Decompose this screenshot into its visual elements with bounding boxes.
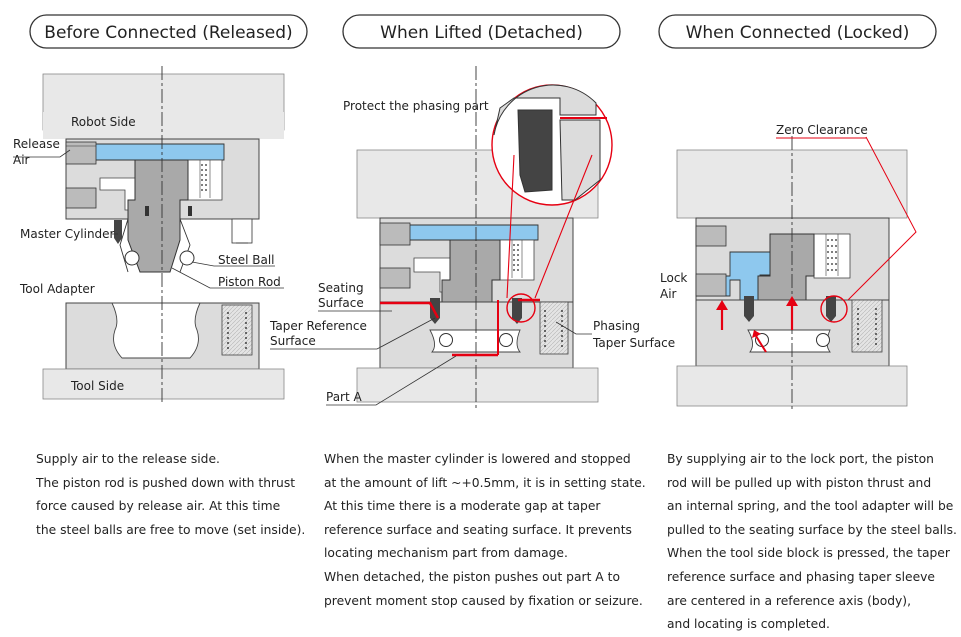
description-line: force caused by release air. At this tim… <box>36 499 281 514</box>
panel-1-title-pill: Before Connected (Released) <box>29 14 308 49</box>
panel-3-title: When Connected (Locked) <box>686 23 910 43</box>
tool-side-frame <box>42 368 285 400</box>
description-line: locating mechanism part from damage. <box>324 546 568 561</box>
description-line: Supply air to the release side. <box>36 452 220 466</box>
zero-clearance-label: Zero Clearance <box>776 123 868 137</box>
part-a-label: Part A <box>326 390 363 404</box>
phasing-taper-label: Phasing <box>593 319 640 333</box>
description-line: When detached, the piston pushes out par… <box>324 569 620 584</box>
description-line: reference surface and seating surface. I… <box>324 522 632 537</box>
seating-surface-label: Seating <box>318 281 364 295</box>
description-line: and locating is completed. <box>667 617 830 632</box>
panel-2-title: When Lifted (Detached) <box>380 23 583 43</box>
description-line: At this time there is a moderate gap at … <box>324 499 601 514</box>
lock-air-label: Lock <box>660 271 687 285</box>
description-line: at the amount of lift ~+0.5mm, it is in … <box>324 475 646 490</box>
zoom-inset <box>491 84 613 299</box>
taper-reference-label: Taper Reference <box>269 319 367 333</box>
panel-3-diagram: Zero Clearance Lock Air <box>660 123 917 410</box>
description-line: The piston rod is pushed down with thrus… <box>36 475 296 490</box>
panel-2-description: When the master cylinder is lowered and … <box>324 448 646 613</box>
description-line: When the master cylinder is lowered and … <box>324 452 631 466</box>
release-air-label-2: Air <box>13 153 30 167</box>
spring-pocket <box>813 233 851 279</box>
description-line: prevent moment stop caused by fixation o… <box>324 593 643 608</box>
panel-2-title-pill: When Lifted (Detached) <box>342 14 621 49</box>
description-line: When the tool side block is pressed, the… <box>667 546 950 561</box>
tool-side-label: Tool Side <box>70 379 124 393</box>
steel-ball-right <box>179 250 195 266</box>
steel-ball-left <box>124 250 140 266</box>
description-line: reference surface and phasing taper slee… <box>667 569 935 584</box>
description-line: By supplying air to the lock port, the p… <box>667 452 934 466</box>
description-line: rod will be pulled up with piston thrust… <box>667 475 932 490</box>
zero-clearance-circle <box>820 295 848 323</box>
release-air-label: Release <box>13 137 60 151</box>
panel-1-description: Supply air to the release side. The pist… <box>36 448 305 542</box>
tool-adapter-label: Tool Adapter <box>19 282 95 296</box>
panel-1-title: Before Connected (Released) <box>44 23 292 43</box>
piston-rod-label: Piston Rod <box>218 275 281 289</box>
phasing-taper-label-2: Taper Surface <box>592 336 675 350</box>
tool-side-frame <box>356 367 599 403</box>
steel-ball-label: Steel Ball <box>218 253 275 267</box>
seating-surface-label-2: Surface <box>318 296 364 310</box>
protect-phasing-label: Protect the phasing part <box>343 99 489 113</box>
description-line: are centered in a reference axis (body), <box>667 593 912 608</box>
phasing-detail-circle <box>506 293 536 323</box>
piston-rod <box>127 159 189 273</box>
lift-arrows <box>716 296 798 353</box>
panel-3-title-pill: When Connected (Locked) <box>658 14 937 49</box>
robot-side-label: Robot Side <box>71 115 136 129</box>
panel-3-description: By supplying air to the lock port, the p… <box>667 448 957 637</box>
panel-1-diagram: Robot Side Release Air Master Cylinder S… <box>13 66 285 402</box>
seating-surface-highlight <box>380 301 440 319</box>
description-line: an internal spring, and the tool adapter… <box>667 499 954 514</box>
description-line: pulled to the seating surface by the ste… <box>667 522 957 537</box>
description-line: the steel balls are free to move (set in… <box>36 522 306 537</box>
panel-2-diagram: Protect the phasing part Seating Surface… <box>269 66 675 410</box>
taper-reference-label-2: Surface <box>270 334 316 348</box>
master-cylinder-label: Master Cylinder <box>20 227 115 241</box>
lock-air-label-2: Air <box>660 287 677 301</box>
